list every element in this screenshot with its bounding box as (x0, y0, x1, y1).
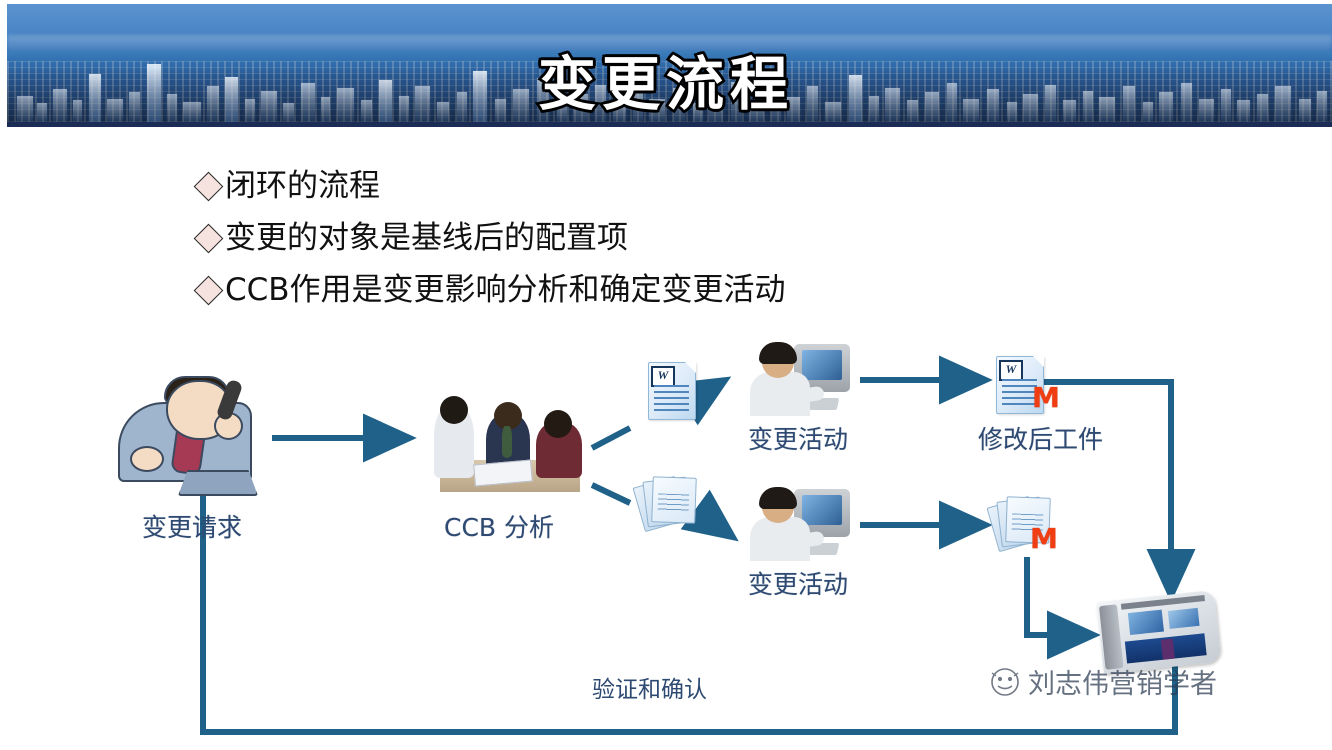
person-head (544, 410, 572, 438)
phone-base (178, 470, 258, 496)
city-lights (7, 60, 1332, 122)
change-activity-photo-bottom (744, 483, 852, 561)
smiley-circle-logo-icon (991, 667, 1019, 696)
monitor-screen (802, 350, 842, 380)
label-verification-and-validation: 验证和确认 (592, 677, 707, 703)
word-badge: W (999, 360, 1023, 381)
modified-word-document-icon: W (996, 356, 1044, 414)
worker-hair (759, 487, 797, 509)
necktie (502, 426, 512, 458)
modified-mark-top: M (1032, 381, 1060, 414)
flow-connectors (200, 355, 1196, 735)
watermark: 刘志伟营销学者 (988, 662, 1217, 701)
document-text-lines (654, 385, 689, 413)
arrow-papers-to-activity-bottom (680, 489, 739, 542)
bullet-text: CCB作用是变更影响分析和确定变更活动 (225, 271, 786, 308)
caller-hand (130, 446, 164, 472)
label-change-request: 变更请求 (142, 513, 243, 542)
feedback-loop-line (200, 468, 1178, 735)
bullet-item: 变更的对象是基线后的配置项 (193, 212, 1098, 264)
person-head (494, 402, 522, 430)
bullet-item: CCB作用是变更影响分析和确定变更活动 (193, 264, 1098, 316)
word-document-icon: W (648, 362, 696, 420)
worker-hair (759, 342, 797, 364)
newspaper-accent (1160, 638, 1175, 660)
bullet-item: 闭环的流程 (193, 160, 1098, 212)
process-flow-diagram: 变更请求 CCB 分析 W (0, 320, 1332, 750)
document-text-lines (1002, 379, 1037, 407)
paper-stack-icon (632, 475, 697, 533)
bullet-list: 闭环的流程 变更的对象是基线后的配置项 CCB作用是变更影响分析和确定变更活动 (193, 160, 1098, 316)
modified-mark-bottom: M (1030, 522, 1058, 555)
diamond-bullet-icon (193, 171, 224, 201)
diamond-bullet-icon (193, 275, 224, 305)
change-request-clipart (118, 376, 268, 496)
label-change-activity-bottom: 变更活动 (748, 570, 849, 599)
label-ccb-analysis: CCB 分析 (444, 513, 555, 542)
ccb-meeting-photo (428, 392, 588, 492)
monitor-screen (802, 495, 842, 525)
label-modified-artifact: 修改后工件 (978, 425, 1104, 454)
bullet-text: 变更的对象是基线后的配置项 (225, 219, 628, 256)
label-change-activity-top: 变更活动 (748, 425, 849, 454)
header-banner-image (7, 4, 1332, 127)
arrow-artifact-to-publish-top (1043, 379, 1196, 603)
newspaper-image (1127, 609, 1164, 636)
page-title: 变更流程 (535, 50, 794, 118)
banner-shading (7, 4, 1332, 122)
bullet-text: 闭环的流程 (225, 167, 380, 204)
harbor-water (7, 51, 1332, 78)
diamond-bullet-icon (193, 223, 224, 253)
word-badge: W (651, 366, 675, 387)
person-head (440, 396, 468, 424)
arrow-artifact-to-publish-bottom (1024, 557, 1101, 660)
line-ccb-branch-up (590, 425, 632, 451)
city-skyline (7, 44, 1332, 122)
newspaper-image (1167, 607, 1200, 629)
watermark-text: 刘志伟营销学者 (1028, 669, 1217, 700)
line-ccb-branch-down (590, 482, 632, 506)
paper-sheet (651, 476, 697, 524)
skyline-haze (7, 34, 1332, 54)
change-activity-photo-top (744, 338, 852, 416)
arrow-doc-to-activity-top (672, 376, 732, 426)
